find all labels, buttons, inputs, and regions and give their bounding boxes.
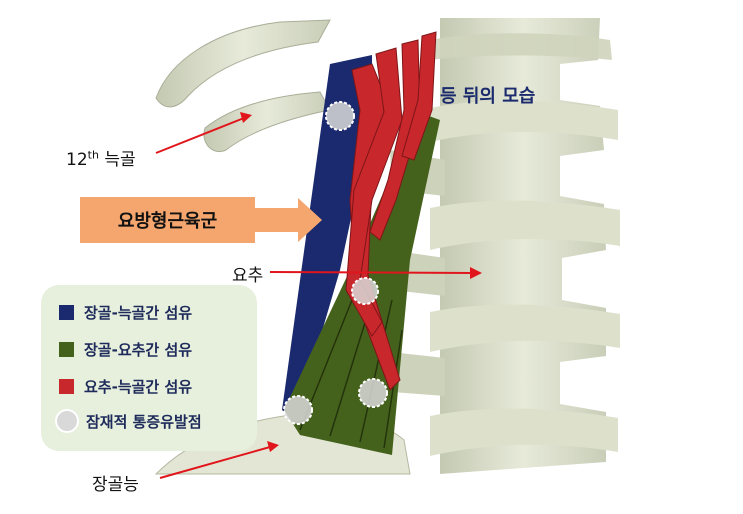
twelfth-rib (203, 91, 331, 152)
legend-label: 장골-늑골간 섬유 (84, 303, 193, 322)
twelfth-rib-label: 12th 늑골 (66, 145, 136, 170)
legend-label: 잠재적 통증유발점 (86, 412, 202, 431)
muscle-group-label: 요방형근육군 (80, 197, 255, 243)
legend-swatch-trigger-point (55, 409, 79, 433)
trigger-point (283, 395, 313, 425)
legend-item-iliolumbar: 장골-요추간 섬유 (59, 338, 192, 360)
iliac-crest-label: 장골능 (92, 475, 139, 495)
legend-swatch-green (59, 341, 74, 357)
rib-number: 12 (66, 150, 88, 170)
legend-item-lumbocostal: 요추-늑골간 섬유 (59, 375, 192, 397)
trigger-point (358, 378, 388, 408)
lumbar-label: 요추 (232, 266, 264, 286)
legend-label: 요추-늑골간 섬유 (84, 377, 193, 396)
pointer-arrows (155, 112, 482, 479)
legend-item-trigger-point: 잠재적 통증유발점 (55, 409, 202, 433)
lumbocostal-fibers (345, 31, 437, 391)
trigger-point (351, 277, 379, 305)
muscle-callout-arrow (255, 198, 322, 242)
legend-item-iliocostal: 장골-늑골간 섬유 (59, 301, 192, 323)
rib-ordinal-suffix: th (87, 148, 99, 162)
trigger-point (325, 101, 355, 131)
lumbar-spine (390, 18, 620, 474)
trigger-points (283, 101, 388, 425)
legend: 장골-늑골간 섬유 장골-요추간 섬유 요추-늑골간 섬유 잠재적 통증유발점 (41, 285, 257, 451)
diagram-title: 등 뒤의 모습 (440, 86, 536, 107)
legend-swatch-navy (59, 304, 74, 320)
legend-label: 장골-요추간 섬유 (84, 340, 193, 359)
upper-rib (155, 19, 331, 108)
legend-swatch-red (59, 378, 74, 394)
iliocostal-fibers (282, 55, 372, 420)
rib-word: 늑골 (98, 150, 136, 170)
